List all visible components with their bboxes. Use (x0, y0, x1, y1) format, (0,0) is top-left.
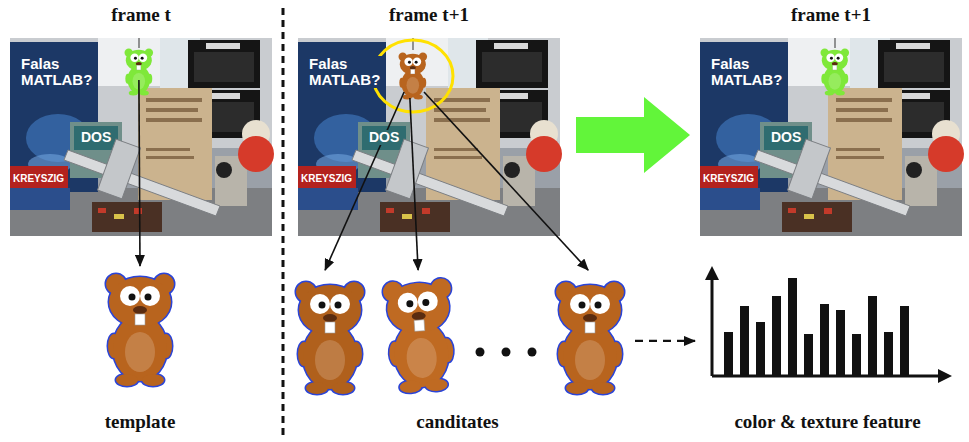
histogram-part (868, 296, 877, 376)
photo-label-anchor: KREYSZIG (702, 168, 755, 186)
photo-result-part (821, 49, 850, 96)
candidate-toys-part (382, 278, 458, 394)
histogram-part (772, 296, 781, 376)
photo-label-anchor: Falas MATLAB? (710, 56, 788, 89)
photo-label-anchor: DOS (770, 128, 802, 146)
candidate-toys-part (528, 348, 537, 357)
pointer-arrow (139, 80, 140, 266)
photo-text: Falas MATLAB? (20, 56, 98, 88)
candidate-toys-part (502, 348, 511, 357)
photo-label-anchor: KREYSZIG (12, 168, 65, 186)
candidate-toys-part (556, 282, 624, 394)
photo-text: Falas MATLAB? (308, 56, 386, 88)
photo-text: KREYSZIG (300, 174, 353, 185)
photo-text: KREYSZIG (12, 174, 65, 185)
photo-frame-t1-part (298, 38, 562, 236)
photo-frame: frame t+1 (298, 4, 560, 238)
photo-result-part (700, 38, 964, 236)
pointer-arrow (410, 98, 418, 270)
photo-text: DOS (770, 130, 802, 145)
histogram-part (788, 278, 797, 376)
histogram-part (705, 266, 719, 280)
candidates-panel: canditates (280, 262, 635, 434)
candidate-toys-part (556, 282, 624, 394)
photo-frame-t-part (125, 49, 154, 96)
candidate-toys-part (296, 282, 364, 394)
photo-frame: frame t (10, 4, 272, 238)
frame-heading: frame t+1 (791, 4, 871, 27)
candidate-toys-part (296, 282, 364, 394)
candidate-toys-part (476, 348, 485, 357)
template-toy (106, 274, 174, 386)
photo-result (700, 38, 964, 236)
template-toy-part (106, 274, 174, 386)
panel-caption: canditates (416, 411, 498, 434)
histogram-part (756, 322, 765, 376)
photo-text: Falas MATLAB? (710, 56, 788, 88)
photo-label-anchor: KREYSZIG (300, 168, 353, 186)
panel-caption: template (105, 411, 176, 434)
photo-label-anchor: DOS (368, 128, 400, 146)
photo-text: DOS (368, 130, 400, 145)
panel-caption: color & texture feature (734, 411, 920, 434)
histogram-part (938, 369, 952, 383)
histogram (705, 266, 952, 383)
candidate-toys (296, 278, 624, 394)
dashed-arrow (635, 340, 695, 342)
frame-heading: frame t+1 (389, 4, 469, 27)
candidate-toys-part (382, 278, 458, 394)
histogram-part (884, 332, 893, 376)
histogram-part (724, 332, 733, 376)
photo-label-anchor: Falas MATLAB? (308, 56, 386, 89)
feature-panel: color & texture feature (695, 262, 960, 434)
template-panel: template (90, 262, 190, 434)
histogram-part (820, 304, 829, 376)
photo-frame-t1-part (399, 53, 428, 100)
template-toy-part (106, 274, 174, 386)
divider-line (282, 8, 285, 436)
photo-label-anchor: Falas MATLAB? (20, 56, 98, 89)
photo-result-part (835, 38, 836, 48)
photo-label-anchor: DOS (80, 128, 112, 146)
histogram-part (740, 306, 749, 376)
photo-text: KREYSZIG (702, 174, 755, 185)
histogram-part (836, 310, 845, 376)
photo-frame: frame t+1 (700, 4, 962, 238)
photo-frame-t-part (139, 38, 140, 48)
photo-text: DOS (80, 130, 112, 145)
photo-frame-t1 (298, 38, 562, 236)
histogram-part (852, 334, 861, 376)
pointer-arrow (424, 92, 588, 270)
block-arrow (576, 97, 690, 173)
histogram-part (804, 334, 813, 376)
histogram-part (711, 276, 714, 376)
frame-heading: frame t (111, 4, 171, 27)
photo-frame-t-part (10, 38, 274, 236)
histogram-part (900, 306, 909, 376)
photo-frame-t (10, 38, 274, 236)
